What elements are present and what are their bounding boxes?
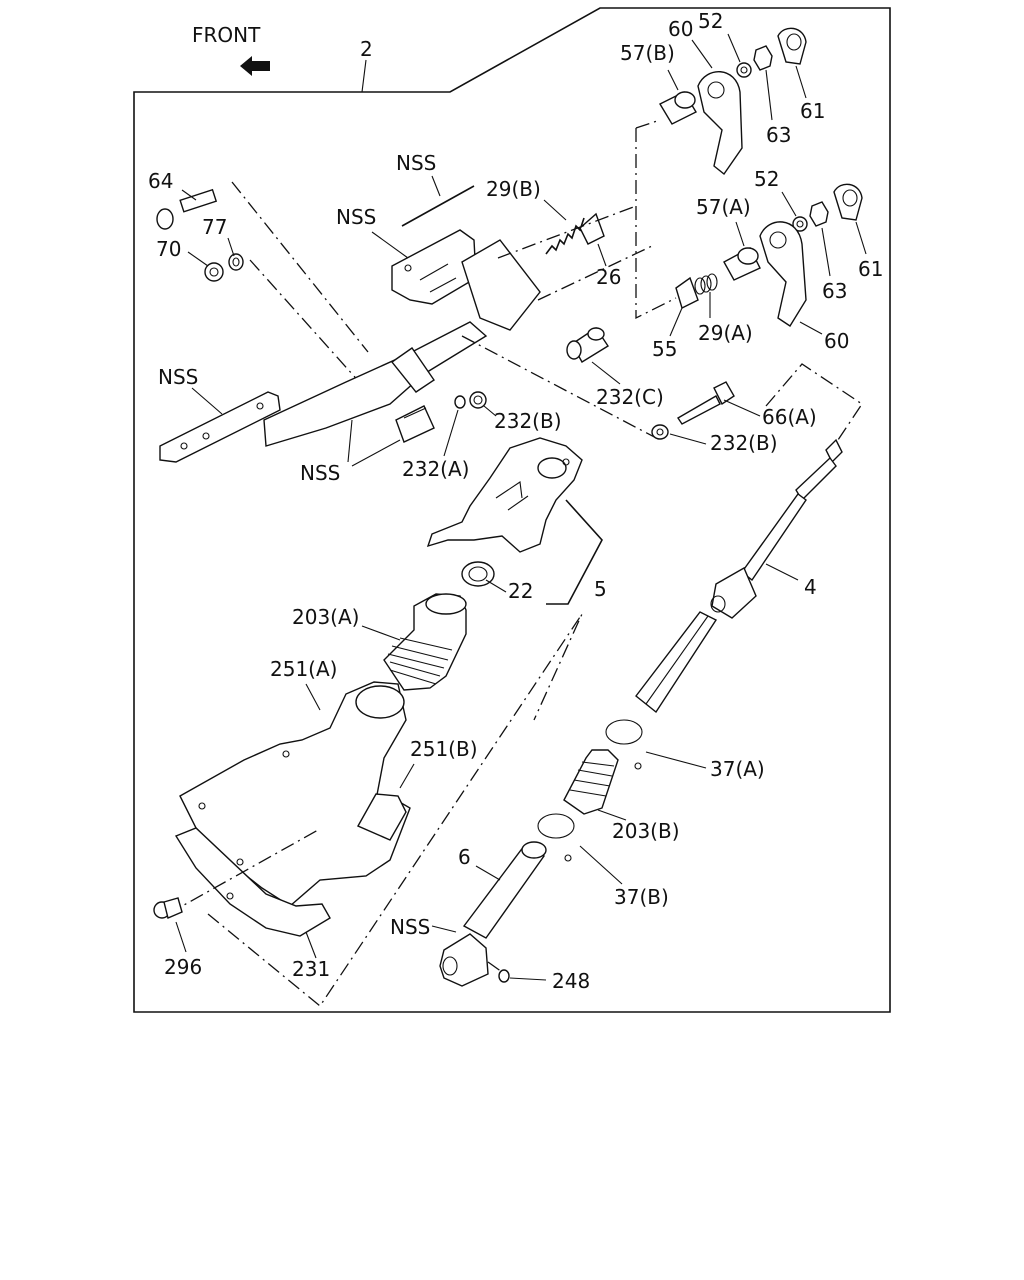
- bolt-296: [153, 897, 183, 919]
- label-60-top: 60: [668, 17, 693, 41]
- nut-232a: [454, 395, 466, 409]
- label-296: 296: [164, 955, 202, 979]
- assembly-frame: [133, 7, 891, 1013]
- label-29a: 29(A): [698, 321, 753, 345]
- bolt-64: [156, 188, 218, 230]
- label-232c: 232(C): [596, 385, 664, 409]
- spring-29b: [545, 217, 585, 255]
- front-arrow-icon: [240, 56, 270, 76]
- boot-203b: [563, 749, 619, 815]
- label-64: 64: [148, 169, 173, 193]
- label-232a: 232(A): [402, 457, 469, 481]
- bushing-57a: [723, 247, 761, 281]
- label-63-mid: 63: [822, 279, 847, 303]
- lever-60-top: [697, 71, 743, 176]
- front-label: FRONT: [192, 23, 261, 47]
- label-63-top: 63: [766, 123, 791, 147]
- label-nss-bracket: NSS: [336, 205, 376, 229]
- label-nss-rod: NSS: [396, 151, 436, 175]
- label-203b: 203(B): [612, 819, 680, 843]
- label-37a: 37(A): [710, 757, 765, 781]
- label-232b-2: 232(B): [710, 431, 778, 455]
- dust-cover-251b: [357, 793, 407, 841]
- label-5: 5: [594, 577, 607, 601]
- label-248: 248: [552, 969, 590, 993]
- bolt-66a: [677, 381, 735, 425]
- label-29b: 29(B): [486, 177, 541, 201]
- label-nss-lower: NSS: [390, 915, 430, 939]
- nss-lower-bracket: [263, 321, 488, 447]
- washer-52-mid: [792, 216, 808, 232]
- label-52-top: 52: [698, 9, 723, 33]
- label-231: 231: [292, 957, 330, 981]
- clamp-37a: [605, 719, 643, 770]
- label-61-top: 61: [800, 99, 825, 123]
- label-251a: 251(A): [270, 657, 337, 681]
- boot-203a: [383, 593, 467, 691]
- dust-cover-251a: [179, 681, 411, 907]
- nut-63-top: [753, 45, 773, 71]
- label-2: 2: [360, 37, 373, 61]
- lever-60-mid: [759, 221, 807, 327]
- nss-upper-bracket: [391, 229, 541, 331]
- bushing-57b: [659, 91, 697, 125]
- nut-70: [204, 262, 224, 282]
- nss-rod: [401, 185, 475, 227]
- label-232b-1: 232(B): [494, 409, 562, 433]
- label-66a: 66(A): [762, 405, 817, 429]
- column-housing-5: [426, 437, 583, 553]
- label-60-mid: 60: [824, 329, 849, 353]
- label-55: 55: [652, 337, 677, 361]
- bushing-232c: [566, 327, 609, 363]
- label-77: 77: [202, 215, 227, 239]
- nut-232b-1: [469, 391, 487, 409]
- label-22: 22: [508, 579, 533, 603]
- label-203a: 203(A): [292, 605, 359, 629]
- steering-shaft-4: [635, 438, 843, 714]
- nut-63-mid: [809, 201, 829, 227]
- label-37b: 37(B): [614, 885, 669, 909]
- washer-77: [228, 253, 244, 271]
- spring-29a: [694, 273, 718, 295]
- label-251b: 251(B): [410, 737, 478, 761]
- label-6: 6: [458, 845, 471, 869]
- label-70: 70: [156, 237, 181, 261]
- nss-left-plate: [159, 391, 281, 463]
- nut-232b-2: [651, 424, 669, 440]
- clip-26: [579, 212, 605, 245]
- label-nss-left: NSS: [158, 365, 198, 389]
- clip-61-mid: [833, 183, 863, 221]
- clip-55: [675, 276, 699, 309]
- label-61-mid: 61: [858, 257, 883, 281]
- washer-52-top: [736, 62, 752, 78]
- label-52-mid: 52: [754, 167, 779, 191]
- label-57b: 57(B): [620, 41, 675, 65]
- screw-248: [498, 969, 510, 983]
- clip-61-top: [777, 27, 807, 65]
- clamp-37b: [537, 813, 575, 862]
- label-nss-bottom: NSS: [300, 461, 340, 485]
- label-57a: 57(A): [696, 195, 751, 219]
- label-26: 26: [596, 265, 621, 289]
- label-4: 4: [804, 575, 817, 599]
- lower-shaft-6: [439, 841, 547, 987]
